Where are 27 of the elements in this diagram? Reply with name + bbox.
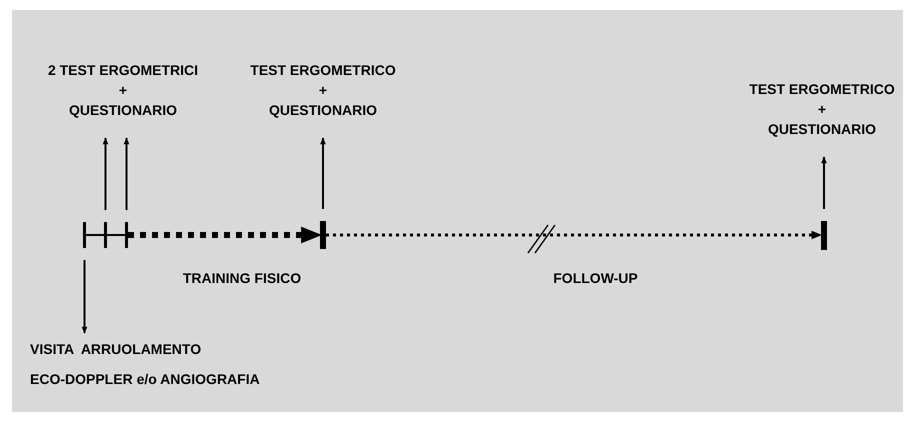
annotation-text: + (318, 82, 328, 99)
timeline-bar (821, 221, 827, 250)
arrow (821, 156, 827, 209)
edge-label: TRAINING FISICO (182, 270, 302, 286)
annotation-text: + (118, 82, 128, 99)
arrow (102, 137, 108, 210)
timeline-line (86, 234, 104, 236)
edge-label: FOLLOW-UP (553, 270, 638, 286)
timeline-line (107, 234, 125, 236)
annotation-text: + (818, 100, 826, 118)
arrow (326, 230, 822, 240)
timeline-tick (125, 222, 128, 248)
timeline-tick (83, 222, 86, 248)
arrow (320, 137, 326, 209)
annotation-text: QUESTIONARIO (268, 102, 378, 118)
annotation-text: VISITA ARRUOLAMENTO (30, 341, 202, 358)
annotation-text: ECO-DOPPLER e/o ANGIOGRAFIA (30, 370, 260, 388)
arrow (124, 137, 130, 210)
arrow (128, 226, 322, 244)
annotation-text: QUESTIONARIO (68, 102, 178, 118)
timeline-tick (104, 222, 107, 248)
annotation-text: TEST ERGOMETRICO (749, 81, 895, 98)
timeline-bar (320, 221, 326, 249)
arrow (82, 260, 88, 334)
annotation-text: QUESTIONARIO (768, 120, 876, 138)
annotation-text: 2 TEST ERGOMETRICI (48, 62, 198, 79)
annotation-text: TEST ERGOMETRICO (250, 62, 396, 79)
